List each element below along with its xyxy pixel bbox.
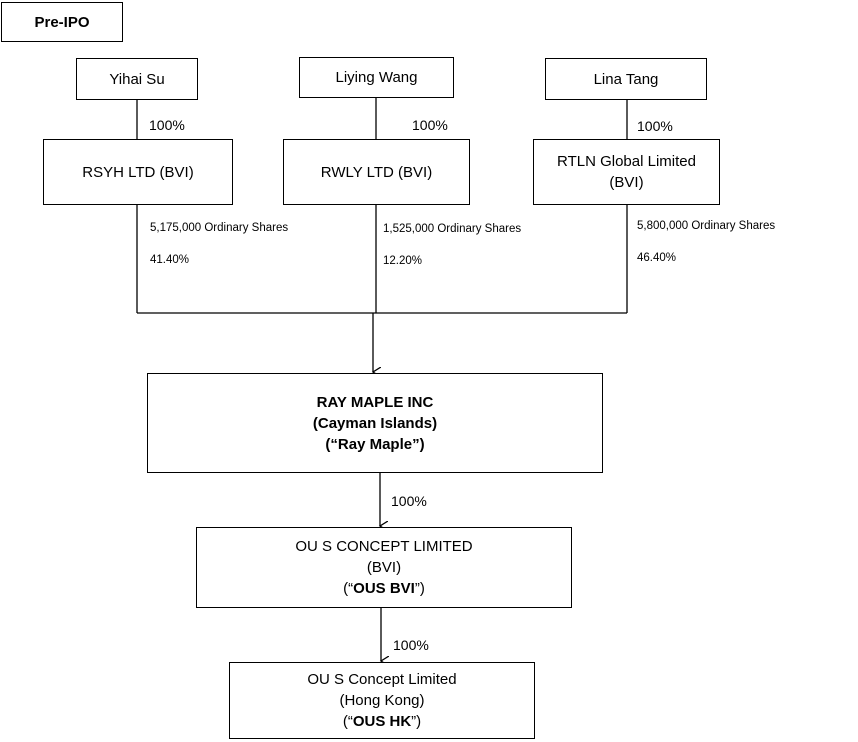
pct-raymaple-ousbvi: 100%	[391, 493, 427, 509]
individual-yihai-su: Yihai Su	[76, 58, 198, 100]
individual-name: Yihai Su	[109, 70, 165, 88]
ous-bvi-alias-suffix: ”)	[414, 580, 425, 597]
ous-hk-box: OU S Concept Limited (Hong Kong) (“OUS H…	[229, 662, 535, 739]
ous-bvi-alias-bold: OUS BVI	[353, 580, 415, 597]
ray-maple-jurisdiction: (Cayman Islands)	[312, 414, 438, 432]
holding-name: RTLN Global Limited	[557, 153, 696, 170]
ous-hk-alias: (“OUS HK”)	[343, 711, 421, 732]
share-pct-rsyh: 41.40%	[150, 254, 190, 266]
share-pct-rtln: 46.40%	[637, 252, 677, 264]
individual-name: Lina Tang	[593, 70, 659, 88]
ous-bvi-alias-prefix: (“	[343, 580, 354, 597]
pct-liying-rwly: 100%	[412, 117, 448, 133]
holding-name: RWLY LTD (BVI)	[320, 163, 433, 181]
ous-hk-alias-suffix: ”)	[411, 713, 422, 730]
ray-maple-alias: (“Ray Maple”)	[325, 435, 425, 453]
ous-hk-alias-bold: OUS HK	[352, 713, 412, 730]
ous-bvi-jurisdiction: (BVI)	[366, 559, 402, 576]
individual-lina-tang: Lina Tang	[545, 58, 707, 100]
individual-liying-wang: Liying Wang	[299, 57, 454, 98]
holding-jurisdiction: (BVI)	[609, 174, 644, 191]
holding-name: RSYH LTD (BVI)	[82, 163, 194, 181]
shares-rtln: 5,800,000 Ordinary Shares	[637, 220, 776, 232]
holding-rsyh: RSYH LTD (BVI)	[43, 139, 233, 205]
ous-bvi-alias: (“OUS BVI”)	[343, 578, 425, 599]
pre-ipo-title-text: Pre-IPO	[34, 13, 90, 31]
shares-rwly: 1,525,000 Ordinary Shares	[383, 223, 522, 235]
pct-lina-rtln: 100%	[637, 118, 673, 134]
share-pct-rwly: 12.20%	[383, 255, 423, 267]
individual-name: Liying Wang	[335, 69, 418, 86]
ous-bvi-box: OU S CONCEPT LIMITED (BVI) (“OUS BVI”)	[196, 527, 572, 608]
shares-rsyh: 5,175,000 Ordinary Shares	[150, 222, 289, 234]
ray-maple-name: RAY MAPLE INC	[316, 393, 434, 411]
holding-rtln: RTLN Global Limited (BVI)	[533, 139, 720, 205]
holding-rwly: RWLY LTD (BVI)	[283, 139, 470, 205]
ray-maple-box: RAY MAPLE INC (Cayman Islands) (“Ray Map…	[147, 373, 603, 473]
ous-hk-name: OU S Concept Limited	[307, 671, 457, 688]
pre-ipo-title: Pre-IPO	[1, 2, 123, 42]
ous-bvi-name: OU S CONCEPT LIMITED	[295, 538, 473, 555]
pct-yihai-rsyh: 100%	[149, 117, 185, 133]
ous-hk-alias-prefix: (“	[342, 713, 353, 730]
ous-hk-jurisdiction: (Hong Kong)	[339, 692, 425, 709]
pct-ousbvi-ousk: 100%	[393, 637, 429, 653]
